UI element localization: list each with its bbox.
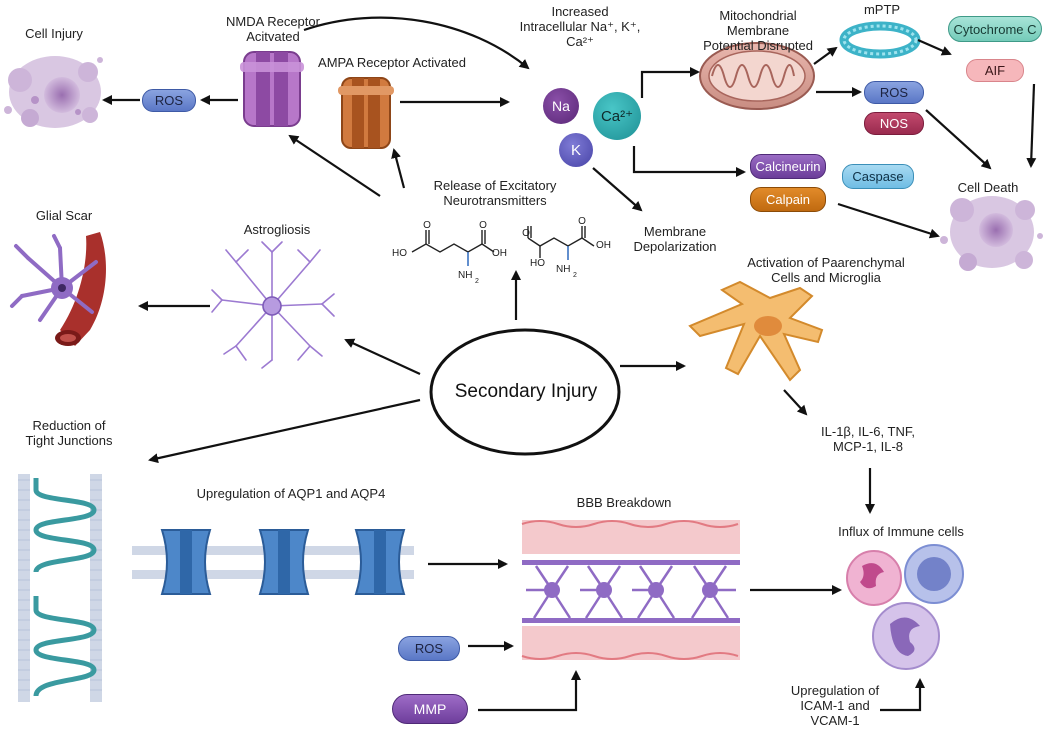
cytochrome-c-pill: Cytochrome C (948, 16, 1042, 42)
calpain-pill: Calpain (750, 187, 826, 212)
aif-pill: AIF (966, 59, 1024, 82)
astrocyte-icon (211, 241, 335, 369)
caspase-pill: Caspase (842, 164, 914, 189)
aqp-channel (354, 529, 406, 595)
nmda-label: NMDA Receptor Acitvated (226, 14, 320, 44)
mptp-label: mPTP (863, 2, 901, 17)
secondary-injury-ellipse (429, 328, 621, 456)
secondary-injury-label: Secondary Injury (454, 381, 598, 402)
activation-label: Activation of Paarenchymal Cells and Mic… (747, 255, 905, 285)
glu-oh-label: OH (492, 248, 507, 259)
glu-o1-label: O (423, 220, 431, 231)
bbb-breakdown-icon (521, 520, 740, 660)
asp-oh-label: OH (596, 240, 611, 251)
ampa-receptor-icon (338, 77, 394, 149)
k-ion: K (559, 133, 593, 167)
asp-o4-label: O (578, 216, 586, 227)
aqp-label: Upregulation of AQP1 and AQP4 (196, 486, 386, 501)
influx-label: Influx of Immune cells (838, 524, 964, 539)
mptp-icon (839, 21, 921, 59)
release-label: Release of Excitatory Neurotransmitters (433, 178, 557, 208)
aqp-membrane-icon (132, 529, 414, 595)
asp-o3-label: O (522, 228, 530, 239)
mito-label: Mitochondrial Membrane Potential Disrupt… (703, 8, 813, 53)
nos-pill: NOS (864, 112, 924, 135)
reduction-label: Reduction of Tight Junctions (25, 418, 113, 448)
microglia-icon (688, 280, 824, 382)
glutamate-molecule (411, 230, 495, 266)
astrogliosis-label: Astrogliosis (243, 222, 311, 237)
aqp-channel (258, 529, 310, 595)
ros-pill-bottom: ROS (398, 636, 460, 661)
cell-death-icon (940, 196, 1043, 271)
arrows (102, 16, 1037, 712)
cytokines-label: IL-1β, IL-6, TNF, MCP-1, IL-8 (821, 424, 915, 454)
cell-injury-label: Cell Injury (25, 26, 83, 41)
icam-label: Upregulation of ICAM-1 and VCAM-1 (790, 683, 880, 728)
asp-nh2-label: NH (556, 264, 571, 275)
asp-ho-label: HO (530, 258, 545, 269)
glu-nh2-label: NH (458, 270, 473, 281)
mitochondrion-icon (699, 42, 815, 110)
cell-injury-icon (4, 56, 103, 128)
membrane-depol-label: Membrane Depolarization (633, 224, 717, 254)
glu-ho-label: HO (392, 248, 407, 259)
aqp-channel (160, 529, 212, 595)
calcineurin-pill: Calcineurin (750, 154, 826, 179)
mmp-pill: MMP (392, 694, 468, 724)
na-ion: Na (543, 88, 579, 124)
cell-death-label: Cell Death (957, 180, 1019, 195)
asp-sub2: 2 (573, 272, 577, 279)
glial-scar-icon (10, 232, 106, 346)
glu-sub2: 2 (475, 278, 479, 285)
bbb-label: BBB Breakdown (576, 495, 672, 510)
nmda-receptor-icon (240, 51, 304, 127)
ampa-label: AMPA Receptor Activated (318, 55, 466, 70)
ros-pill-left: ROS (142, 89, 196, 112)
immune-cells-icon (846, 544, 964, 670)
tight-junction-icon (18, 474, 102, 702)
ca-ion: Ca²⁺ (593, 92, 641, 140)
aspartate-molecule (527, 226, 595, 260)
increased-ions-label: Increased Intracellular Na⁺, K⁺, Ca²⁺ (519, 4, 641, 49)
glial-scar-label: Glial Scar (35, 208, 93, 223)
ros-pill-mito: ROS (864, 81, 924, 104)
glu-o2-label: O (479, 220, 487, 231)
